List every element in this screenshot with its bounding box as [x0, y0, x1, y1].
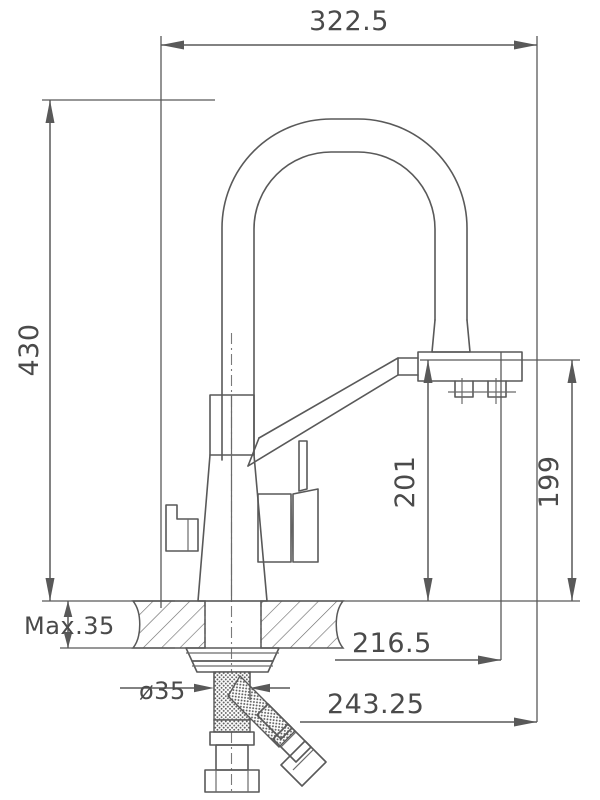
angled-facet-1	[280, 731, 297, 748]
spout-outlet-left-stub	[397, 357, 419, 376]
dimension-right-height: 199	[534, 360, 577, 601]
front-lever-seam	[290, 496, 294, 561]
angled-connector-collar	[256, 703, 293, 740]
extension-lines	[42, 36, 580, 722]
side-lever-handle	[165, 504, 199, 552]
front-lever-wedge	[292, 488, 319, 563]
dim-label-overall-height: 430	[14, 323, 45, 376]
mounting-nut-upper	[191, 660, 274, 673]
dim-label-spout-height: 201	[390, 455, 421, 508]
swivel-arm-lower	[247, 374, 399, 467]
angled-connector-nut	[280, 740, 327, 787]
gooseneck-inner-arc	[253, 151, 436, 456]
dim-label-reach-inner: 216.5	[352, 628, 432, 659]
aerator-tab-right	[487, 380, 507, 398]
dimension-spout-height: 201	[390, 360, 433, 601]
dim-label-overall-width: 322.5	[309, 6, 389, 37]
dimension-max-thickness: Max.35	[24, 601, 115, 648]
countertop-section	[131, 600, 352, 649]
dim-label-right-height: 199	[534, 455, 565, 508]
dimension-overall-width: 322.5	[161, 6, 537, 50]
angled-facet-2	[292, 749, 314, 771]
swivel-arm-upper	[258, 357, 399, 439]
spout-outlet-body	[417, 351, 523, 382]
threaded-shank-lower	[213, 719, 251, 733]
supply-connector-nut	[204, 769, 260, 793]
dim-label-reach-outer: 243.25	[327, 689, 424, 720]
faucet-body-geometry	[165, 118, 523, 793]
gooseneck-outer-arc	[221, 118, 468, 461]
front-lever-base	[257, 493, 292, 563]
dim-label-hole-diameter: ø35	[139, 677, 186, 705]
dimension-reach-inner: 216.5	[335, 628, 501, 665]
dim-label-max-thickness: Max.35	[24, 612, 115, 640]
aerator-tab-left	[454, 380, 474, 398]
dimension-reach-outer: 243.25	[300, 689, 537, 727]
dimension-hole-diameter: ø35	[120, 672, 290, 705]
angled-connector-tube	[272, 723, 312, 763]
dimension-overall-height: 430	[14, 100, 55, 601]
supply-connector-collar	[209, 731, 255, 746]
front-lever-stem	[298, 440, 308, 492]
